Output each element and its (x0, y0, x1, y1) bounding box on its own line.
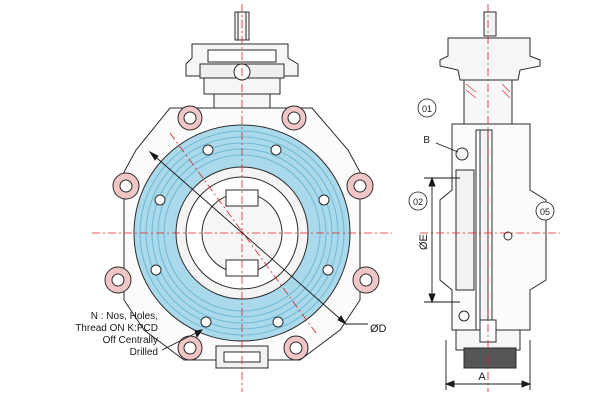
callout-leader (161, 329, 203, 351)
callout-line-3: Off Centrally (103, 335, 158, 346)
detail-b-label: B (423, 135, 430, 146)
diameter-d-label: ØD (370, 323, 387, 335)
side-centerlines (420, 4, 560, 392)
callout-line-2: Thread ON K:PCD (75, 323, 158, 334)
callout-line-4: Drilled (130, 347, 158, 358)
part-label-01: 01 (422, 104, 432, 114)
callout-line-1: N : Nos, Holes, (91, 311, 158, 322)
balloon-05 (535, 201, 555, 221)
diameter-e-label: ØE (418, 234, 430, 250)
lug-holes (104, 105, 380, 361)
balloon-02 (408, 191, 428, 211)
balloon-01 (417, 98, 437, 118)
length-a-dimension (444, 340, 532, 390)
diameter-e-dimension (424, 176, 460, 304)
face-bolt-holes (150, 144, 334, 328)
part-label-05: 05 (540, 207, 550, 217)
length-a-label: A (478, 371, 486, 383)
part-label-02: 02 (413, 197, 423, 207)
side-seat-insert (463, 347, 517, 369)
detail-b-leader (435, 142, 459, 153)
hole-callout: N : Nos, Holes, Thread ON K:PCD Off Cent… (75, 311, 158, 358)
side-view (439, 11, 547, 369)
part-balloons (408, 98, 555, 221)
diameter-d-leader (148, 150, 368, 326)
